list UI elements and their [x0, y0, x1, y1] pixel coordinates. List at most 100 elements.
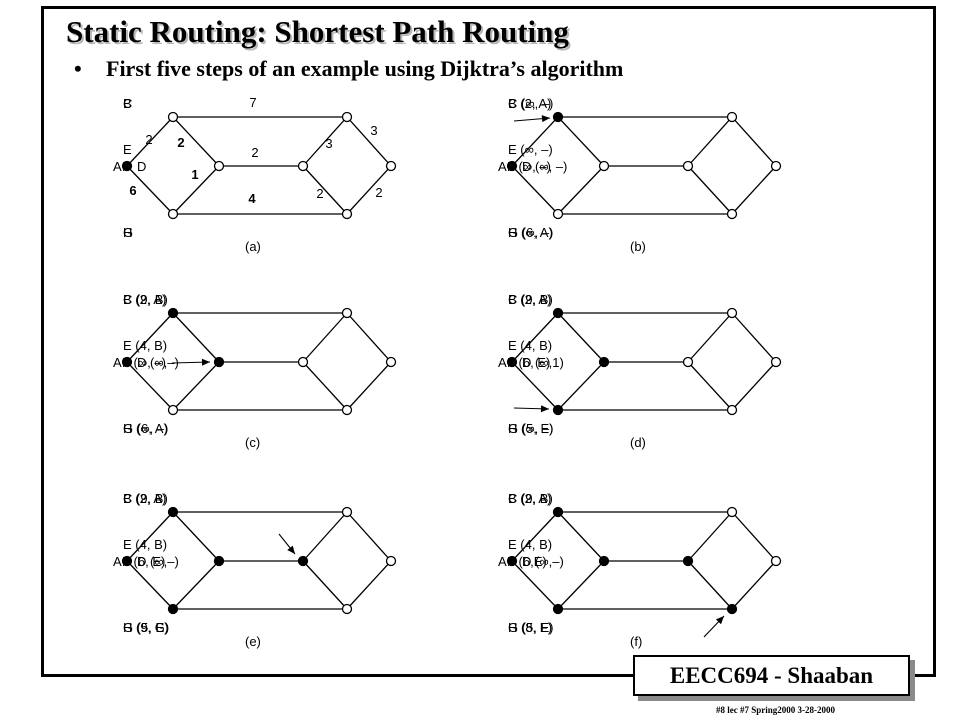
footer-text: EECC694 - Shaaban — [669, 662, 874, 688]
panel-b-label-a: A — [498, 159, 507, 174]
panel-d-node-c — [726, 307, 738, 319]
panel-c-edge-cd — [346, 312, 392, 363]
panel-b-edge-hd — [731, 165, 777, 215]
panel-b-edge-eg — [557, 165, 605, 215]
panel-b-node-g — [552, 208, 564, 220]
panel-b-arrow-head — [541, 115, 550, 123]
panel-c-edge-be — [172, 312, 220, 363]
panel-b-node-a — [506, 160, 518, 172]
panel-b-label-h: H (∞, –) — [508, 225, 553, 240]
panel-c-node-g — [167, 404, 179, 416]
panel-a-edge-eg — [172, 165, 220, 215]
panel-a-edge-hd — [346, 165, 392, 215]
panel-a-weight-ag: 6 — [129, 183, 136, 198]
panel-f-node-d — [770, 555, 782, 567]
panel-d-node-g — [552, 404, 564, 416]
panel-c-node-e — [213, 356, 225, 368]
panel-e-node-e — [213, 555, 225, 567]
panel-e-label-c: C (9, B) — [123, 491, 168, 506]
panel-d-label-a: A — [498, 355, 507, 370]
panel-e-arrow-head — [287, 545, 295, 554]
panel-d-node-h — [726, 404, 738, 416]
panel-a-edge-ab — [126, 116, 174, 167]
panel-c-label-d: D (∞,–) — [137, 355, 179, 370]
panel-a-weight-eg: 1 — [191, 167, 198, 182]
panel-b-label-g: G (6, A) — [508, 225, 553, 240]
panel-c-node-a — [121, 356, 133, 368]
panel-b-edge-ag — [511, 165, 559, 215]
panel-f-edge-ag — [511, 560, 559, 610]
panel-d-node-d — [770, 356, 782, 368]
panel-a-label-b: B — [123, 96, 132, 111]
panel-a-node-h — [341, 208, 353, 220]
panel-f-label-d: D (∞,–) — [522, 554, 564, 569]
panel-f-edge-cd — [731, 511, 777, 562]
bullet-text: First five steps of an example using Dij… — [106, 56, 624, 81]
panel-a-label-g: G — [123, 225, 133, 240]
panel-e-node-g — [167, 603, 179, 615]
panel-c-edge-fh — [302, 361, 348, 411]
panel-a-weight-cf: 3 — [325, 136, 332, 151]
panel-a-edge-ag — [126, 165, 174, 215]
panel-f-edge-fh — [687, 560, 733, 610]
panel-e-caption: (e) — [245, 634, 261, 649]
panel-e-node-a — [121, 555, 133, 567]
panel-f-node-b — [552, 506, 564, 518]
panel-a-weight-hd: 2 — [375, 185, 382, 200]
slide-title: Static Routing: Shortest Path Routing — [66, 14, 569, 49]
panel-c-label-b: B (2, A) — [123, 292, 166, 307]
panel-f-node-e — [598, 555, 610, 567]
panel-f-label-c: C (9, B) — [508, 491, 553, 506]
panel-d-label-b: B (2, A) — [508, 292, 551, 307]
panel-a-edge-fh — [302, 165, 348, 215]
panel-c-label-f: F (∞, –) — [122, 355, 166, 370]
panel-e-edge-be — [172, 511, 220, 562]
panel-c-edge-hd — [346, 361, 392, 411]
panel-d-node-a — [506, 356, 518, 368]
panel-e-label-d: D (∞,–) — [137, 554, 179, 569]
panel-c-caption: (c) — [245, 435, 260, 450]
panel-d-edge-ag — [511, 361, 559, 411]
panel-b-edge-ab — [511, 116, 559, 167]
panel-c-label-g: G (6, A) — [123, 421, 168, 436]
panel-a-edge-be — [172, 116, 220, 167]
panel-b-edge-be — [557, 116, 605, 167]
panel-b-label-d: D (∞, –) — [522, 159, 567, 174]
panel-e-node-h — [341, 603, 353, 615]
panel-a-label-f: F — [122, 159, 130, 174]
panel-b-caption: (b) — [630, 239, 646, 254]
panel-c-node-d — [385, 356, 397, 368]
panel-c-edge-ab — [126, 312, 174, 363]
panel-e-edge-fh — [302, 560, 348, 610]
panel-d-edge-eg — [557, 361, 605, 411]
panel-d-node-f — [682, 356, 694, 368]
panel-a-node-b — [167, 111, 179, 123]
panel-e-edge-ag — [126, 560, 174, 610]
panel-c-node-f — [297, 356, 309, 368]
panel-c-arrow-head — [201, 358, 210, 366]
panel-a-weight-cd: 3 — [370, 123, 377, 138]
panel-f-label-h: H (8, F) — [508, 620, 552, 635]
panel-e-label-h: H (9, G) — [123, 620, 169, 635]
panel-f-node-a — [506, 555, 518, 567]
bullet-item: •First five steps of an example using Di… — [74, 56, 623, 82]
panel-f-edge-cf — [687, 511, 733, 562]
panel-d-edge-hd — [731, 361, 777, 411]
panel-c-edge-cf — [302, 312, 348, 363]
panel-e-label-b: B (2, A) — [123, 491, 166, 506]
panel-b-label-c: C (∞, –) — [508, 96, 553, 111]
panel-b-label-f: F (∞, –) — [507, 159, 551, 174]
panel-b-node-f — [682, 160, 694, 172]
panel-e-label-g: G (5, E) — [123, 620, 169, 635]
panel-f-caption: (f) — [630, 634, 642, 649]
panel-f-arrow-head — [715, 616, 724, 625]
panel-d-node-e — [598, 356, 610, 368]
panel-a-weight-gh: 4 — [248, 191, 256, 206]
panel-a-weight-fh: 2 — [316, 186, 323, 201]
panel-f-label-f: F (6,E) — [507, 554, 547, 569]
panel-c-label-h: H (∞, –) — [123, 421, 168, 436]
panel-e-edge-ab — [126, 511, 174, 562]
panel-d-edge-be — [557, 312, 605, 363]
panel-d-edge-fh — [687, 361, 733, 411]
